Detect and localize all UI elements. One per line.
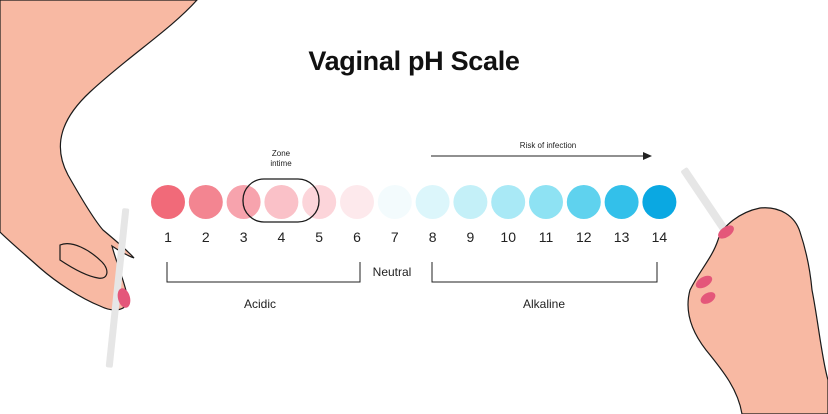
ph-value-4: 4 bbox=[278, 229, 286, 245]
zone-intime-highlight bbox=[242, 178, 320, 223]
right-hand-illustration bbox=[681, 167, 828, 414]
risk-arrow-head bbox=[643, 152, 652, 160]
ph-value-1: 1 bbox=[164, 229, 172, 245]
ph-value-7: 7 bbox=[391, 229, 399, 245]
risk-of-infection-annotation: Risk of infection bbox=[431, 141, 652, 160]
ph-value-8: 8 bbox=[429, 229, 437, 245]
ph-swatch-1 bbox=[151, 185, 185, 219]
ph-value-2: 2 bbox=[202, 229, 210, 245]
right-hand-nail-2 bbox=[695, 275, 713, 289]
ph-swatch-11 bbox=[529, 185, 563, 219]
left-hand-illustration bbox=[0, 0, 198, 368]
right-hand-nail-3 bbox=[700, 292, 716, 304]
ph-swatch-4 bbox=[264, 185, 299, 219]
right-hand-skin bbox=[687, 207, 828, 414]
ph-swatch-9 bbox=[453, 185, 488, 219]
right-hand-nail-1 bbox=[718, 225, 734, 239]
risk-label: Risk of infection bbox=[520, 141, 576, 150]
left-hand-nail bbox=[117, 288, 131, 308]
ph-swatch-6 bbox=[340, 185, 374, 219]
alkaline-label: Alkaline bbox=[523, 297, 565, 311]
acidic-bracket bbox=[166, 262, 361, 283]
ph-swatch-14 bbox=[642, 185, 677, 219]
ph-swatch-2 bbox=[188, 185, 223, 219]
ph-swatch-7 bbox=[377, 185, 412, 219]
ph-value-3: 3 bbox=[240, 229, 248, 245]
page-title: Vaginal pH Scale bbox=[308, 46, 520, 76]
ph-value-5: 5 bbox=[315, 229, 323, 245]
ph-swatch-10 bbox=[491, 185, 526, 219]
left-test-strip bbox=[105, 208, 130, 368]
neutral-label: Neutral bbox=[373, 265, 412, 279]
zone-label-line-1: Zone bbox=[272, 149, 291, 158]
alkaline-bracket bbox=[431, 262, 658, 283]
ph-value-13: 13 bbox=[614, 229, 630, 245]
acidic-label: Acidic bbox=[244, 297, 276, 311]
ph-value-10: 10 bbox=[500, 229, 516, 245]
zone-label-line-2: intime bbox=[270, 159, 292, 168]
ph-color-swatches bbox=[151, 185, 677, 219]
zone-intime-annotation: Zone intime bbox=[270, 149, 292, 168]
ph-swatch-12 bbox=[566, 185, 601, 219]
ph-value-14: 14 bbox=[652, 229, 668, 245]
ph-value-9: 9 bbox=[467, 229, 475, 245]
ph-value-12: 12 bbox=[576, 229, 592, 245]
ph-value-6: 6 bbox=[353, 229, 361, 245]
ph-value-11: 11 bbox=[539, 229, 554, 245]
ph-swatch-8 bbox=[415, 185, 450, 219]
ph-swatch-13 bbox=[604, 185, 639, 219]
left-hand-skin bbox=[0, 0, 198, 311]
left-hand-thumb bbox=[59, 243, 108, 279]
